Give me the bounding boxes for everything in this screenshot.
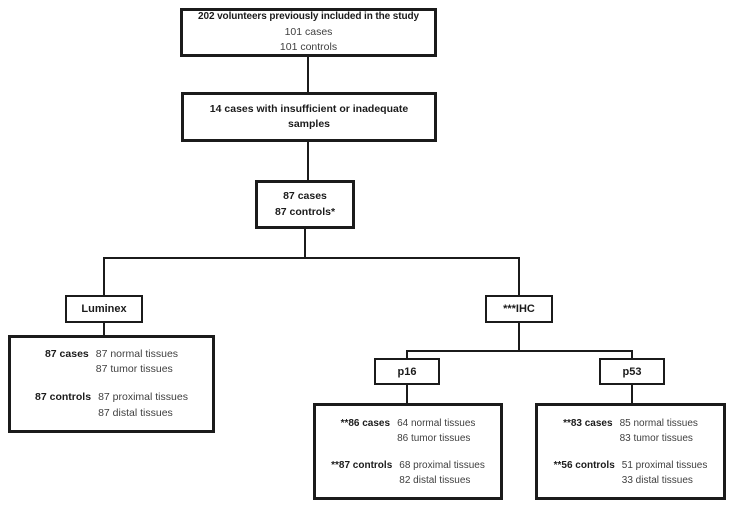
p16-controls-group: **87 controls 68 proximal tissues 82 dis…	[331, 458, 485, 488]
luminex-cases-item: 87 tumor tissues	[95, 363, 173, 376]
p53-cases-item: 83 tumor tissues	[619, 432, 693, 444]
luminex-controls-group: 87 controls 87 proximal tissues 87 dista…	[35, 390, 188, 422]
connector-top-to-exclusion	[307, 57, 309, 92]
included-box: 87 cases 87 controls*	[255, 180, 355, 229]
p16-branch-box: p16	[374, 358, 440, 385]
p53-label: p53	[622, 365, 642, 378]
exclusion-text-line2: samples	[287, 118, 331, 130]
connector-p16-to-detail	[406, 385, 408, 403]
p53-controls-item: 33 distal tissues	[621, 474, 693, 486]
study-population-cases: 101 cases	[284, 25, 333, 38]
p53-controls-group: **56 controls 51 proximal tissues 33 dis…	[554, 458, 708, 488]
luminex-cases-items: 87 normal tissues 87 tumor tissues	[96, 347, 178, 379]
p53-cases-label: **83 cases	[563, 417, 613, 429]
p16-cases-item: 64 normal tissues	[397, 417, 476, 429]
study-population-title: 202 volunteers previously included in th…	[198, 11, 419, 23]
luminex-cases-group: 87 cases 87 normal tissues 87 tumor tiss…	[45, 347, 178, 379]
ihc-branch-box: ***IHC	[485, 295, 553, 323]
p53-cases-items: 85 normal tissues 83 tumor tissues	[620, 416, 698, 446]
p53-controls-item: 51 proximal tissues	[621, 459, 708, 471]
p16-controls-item: 82 distal tissues	[399, 474, 471, 486]
study-population-box: 202 volunteers previously included in th…	[180, 8, 437, 57]
p53-cases-group: **83 cases 85 normal tissues 83 tumor ti…	[563, 416, 698, 446]
p53-detail-box: **83 cases 85 normal tissues 83 tumor ti…	[535, 403, 726, 500]
luminex-detail-box: 87 cases 87 normal tissues 87 tumor tiss…	[8, 335, 215, 433]
exclusion-box: 14 cases with insufficient or inadequate…	[181, 92, 437, 142]
p53-controls-label: **56 controls	[553, 459, 615, 471]
p16-cases-items: 64 normal tissues 86 tumor tissues	[397, 416, 475, 446]
luminex-controls-label: 87 controls	[35, 391, 92, 403]
p16-cases-label: **86 cases	[340, 417, 391, 429]
connector-luminex-to-detail	[103, 322, 105, 335]
luminex-cases-item: 87 normal tissues	[95, 347, 179, 360]
luminex-branch-box: Luminex	[65, 295, 143, 323]
p16-controls-items: 68 proximal tissues 82 distal tissues	[399, 458, 485, 488]
included-controls: 87 controls*	[274, 205, 336, 218]
p53-controls-items: 51 proximal tissues 33 distal tissues	[622, 458, 708, 488]
connector-subbranch-to-p53	[631, 350, 633, 358]
exclusion-text-line1: 14 cases with insufficient or inadequate	[209, 102, 409, 115]
luminex-cases-label: 87 cases	[44, 347, 89, 360]
ihc-label: ***IHC	[503, 303, 535, 315]
connector-included-to-branch	[304, 229, 306, 258]
luminex-label: Luminex	[81, 303, 127, 315]
included-cases: 87 cases	[283, 190, 327, 203]
p53-cases-item: 85 normal tissues	[619, 417, 698, 429]
luminex-controls-item: 87 distal tissues	[98, 406, 173, 419]
connector-subbranch-to-p16	[406, 350, 408, 358]
study-population-controls: 101 controls	[279, 40, 338, 53]
p16-detail-box: **86 cases 64 normal tissues 86 tumor ti…	[313, 403, 503, 500]
connector-branch-to-ihc	[518, 257, 520, 295]
branch-horizontal-line	[103, 257, 520, 259]
p53-branch-box: p53	[599, 358, 665, 385]
connector-p53-to-detail	[631, 385, 633, 403]
connector-ihc-to-subbranch	[518, 322, 520, 350]
p16-label: p16	[397, 365, 417, 378]
connector-exclusion-to-included	[307, 142, 309, 180]
ihc-subbranch-horizontal-line	[406, 350, 633, 352]
p16-controls-item: 68 proximal tissues	[399, 459, 485, 471]
p16-controls-label: **87 controls	[331, 459, 393, 471]
luminex-controls-item: 87 proximal tissues	[98, 391, 188, 403]
p16-cases-group: **86 cases 64 normal tissues 86 tumor ti…	[341, 416, 476, 446]
luminex-controls-items: 87 proximal tissues 87 distal tissues	[98, 390, 188, 422]
connector-branch-to-luminex	[103, 257, 105, 295]
p16-cases-item: 86 tumor tissues	[397, 432, 471, 444]
